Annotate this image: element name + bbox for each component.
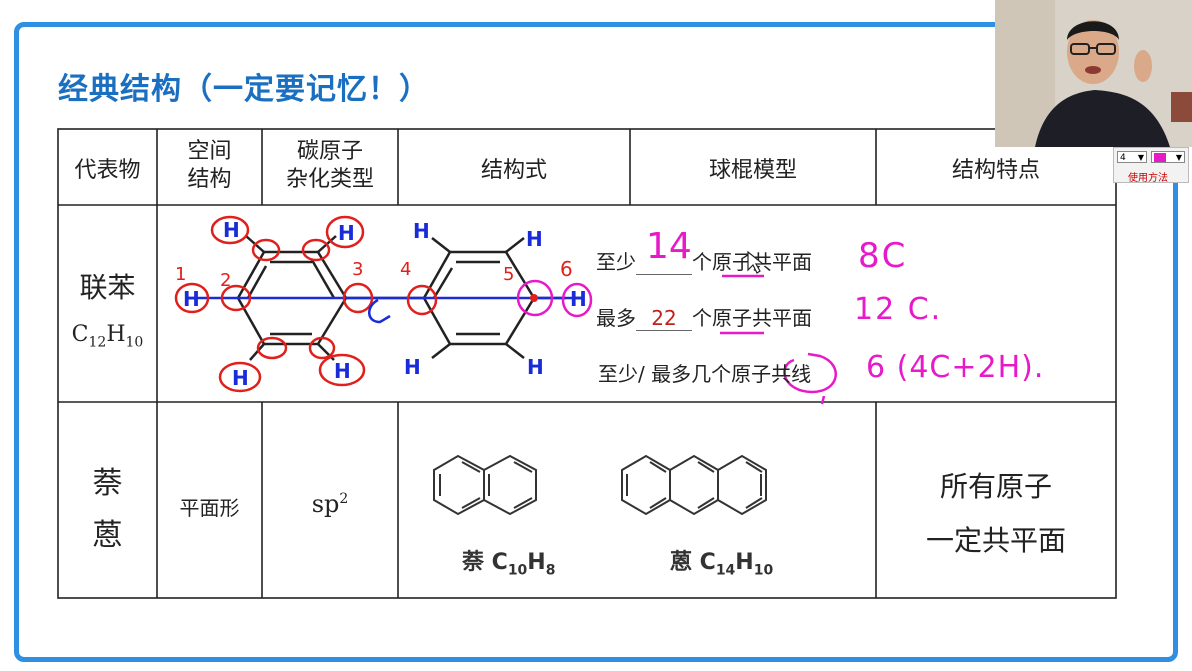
- spatial-shape: 平面形: [179, 496, 240, 520]
- header-representative: 代表物: [74, 158, 141, 183]
- red-circle-marks: [174, 215, 438, 393]
- hybrid-sup: 2: [339, 491, 349, 507]
- header-features: 结构特点: [951, 158, 1040, 183]
- anth-label: 蒽 C: [670, 550, 716, 575]
- magenta-marks: [516, 274, 837, 405]
- anth-h-count: 10: [753, 562, 774, 579]
- label-number-3: 3: [352, 259, 363, 280]
- label-h-4: H: [232, 366, 249, 390]
- label-h-3: H: [183, 287, 200, 311]
- planar-max-prefix: 最多: [596, 306, 636, 330]
- formula-h: H: [106, 322, 126, 347]
- label-number-1: 1: [175, 264, 186, 285]
- header-spatial: 空间 结构: [157, 138, 262, 194]
- planar-min-blank: [636, 254, 692, 275]
- header-hybrid-line1: 碳原子: [296, 139, 363, 164]
- header-structural-formula: 结构式: [480, 158, 547, 183]
- handwritten-labels: 1 2 3 4 5 6 H H H H H H H H H H: [175, 218, 587, 390]
- label-h-7: H: [526, 227, 543, 251]
- biphenyl-name: 联苯: [79, 271, 136, 304]
- handwritten-14: 14: [646, 226, 692, 267]
- naph-label: 萘 C: [462, 550, 508, 575]
- handwritten-8c: 8C: [858, 236, 908, 276]
- planar-max-suffix: 个原子共平面: [692, 306, 812, 330]
- naph-h: H: [527, 550, 546, 575]
- header-hybrid-line2: 杂化类型: [285, 167, 374, 192]
- chevron-down-icon: ▼: [1175, 153, 1182, 162]
- naphthalene-name: 萘: [92, 466, 123, 501]
- center-point: [530, 294, 538, 302]
- row2-names: 萘 蒽: [58, 458, 157, 562]
- header-spatial-line1: 空间: [187, 139, 232, 164]
- planar-max-value: 22: [636, 306, 692, 331]
- label-h-5: H: [334, 359, 351, 383]
- biphenyl-formula: C12H10: [58, 322, 157, 350]
- anth-c-count: 14: [715, 562, 736, 579]
- feature-line-1: 所有原子: [939, 470, 1052, 503]
- header-spatial-line2: 结构: [187, 167, 232, 192]
- chevron-down-icon: ▼: [1137, 153, 1144, 162]
- header-ball-stick: 球棍模型: [708, 158, 797, 183]
- slide-title: 经典结构（一定要记忆！）: [58, 72, 430, 107]
- hybridization: sp2: [262, 490, 398, 518]
- feature-line-2: 一定共平面: [925, 524, 1066, 557]
- help-link[interactable]: 使用方法: [1128, 173, 1168, 184]
- handwritten-12c: 12 C.: [854, 292, 943, 327]
- handwritten-collinear: 6 (4C+2H).: [866, 350, 1045, 385]
- label-number-5: 5: [503, 264, 514, 285]
- anth-h: H: [735, 550, 754, 575]
- pen-color-select[interactable]: ▼: [1151, 151, 1185, 163]
- naphthalene-structure: [433, 454, 537, 516]
- label-number-6: 6: [560, 257, 573, 281]
- naph-c-count: 10: [507, 562, 528, 579]
- naphthalene-formula: 萘 C10H8: [462, 544, 555, 578]
- label-h-2: H: [338, 221, 355, 245]
- anthracene-formula: 蒽 C14H10: [670, 544, 773, 578]
- label-number-4: 4: [400, 259, 411, 280]
- collinear-line: 至少/ 最多几个原子共线: [598, 362, 812, 386]
- label-number-2: 2: [220, 270, 231, 291]
- planar-min-prefix: 至少: [596, 250, 636, 274]
- formula-h-count: 10: [125, 334, 144, 351]
- formula-c-count: 12: [88, 334, 107, 351]
- pen-size-value: 4: [1120, 153, 1126, 163]
- webcam-video: [995, 0, 1192, 147]
- label-h-8: H: [570, 287, 587, 311]
- anthracene-name: 蒽: [92, 518, 123, 553]
- presenter-figure: [995, 0, 1192, 147]
- naph-h-count: 8: [545, 562, 556, 579]
- label-h-1: H: [223, 218, 240, 242]
- pen-toolbar: 4▼ ▼ 使用方法: [1113, 147, 1189, 184]
- hybrid-sp: sp: [311, 490, 340, 518]
- rotation-arrow-icon: [368, 298, 391, 324]
- label-h-10: H: [527, 355, 544, 379]
- header-hybrid: 碳原子 杂化类型: [262, 138, 398, 194]
- label-h-6: H: [413, 219, 430, 243]
- color-swatch: [1154, 153, 1166, 162]
- formula-c: C: [71, 322, 89, 347]
- anthracene-structure: [621, 454, 767, 516]
- label-h-9: H: [404, 355, 421, 379]
- structure-features: 所有原子 一定共平面: [876, 460, 1116, 568]
- pen-size-select[interactable]: 4▼: [1117, 151, 1147, 163]
